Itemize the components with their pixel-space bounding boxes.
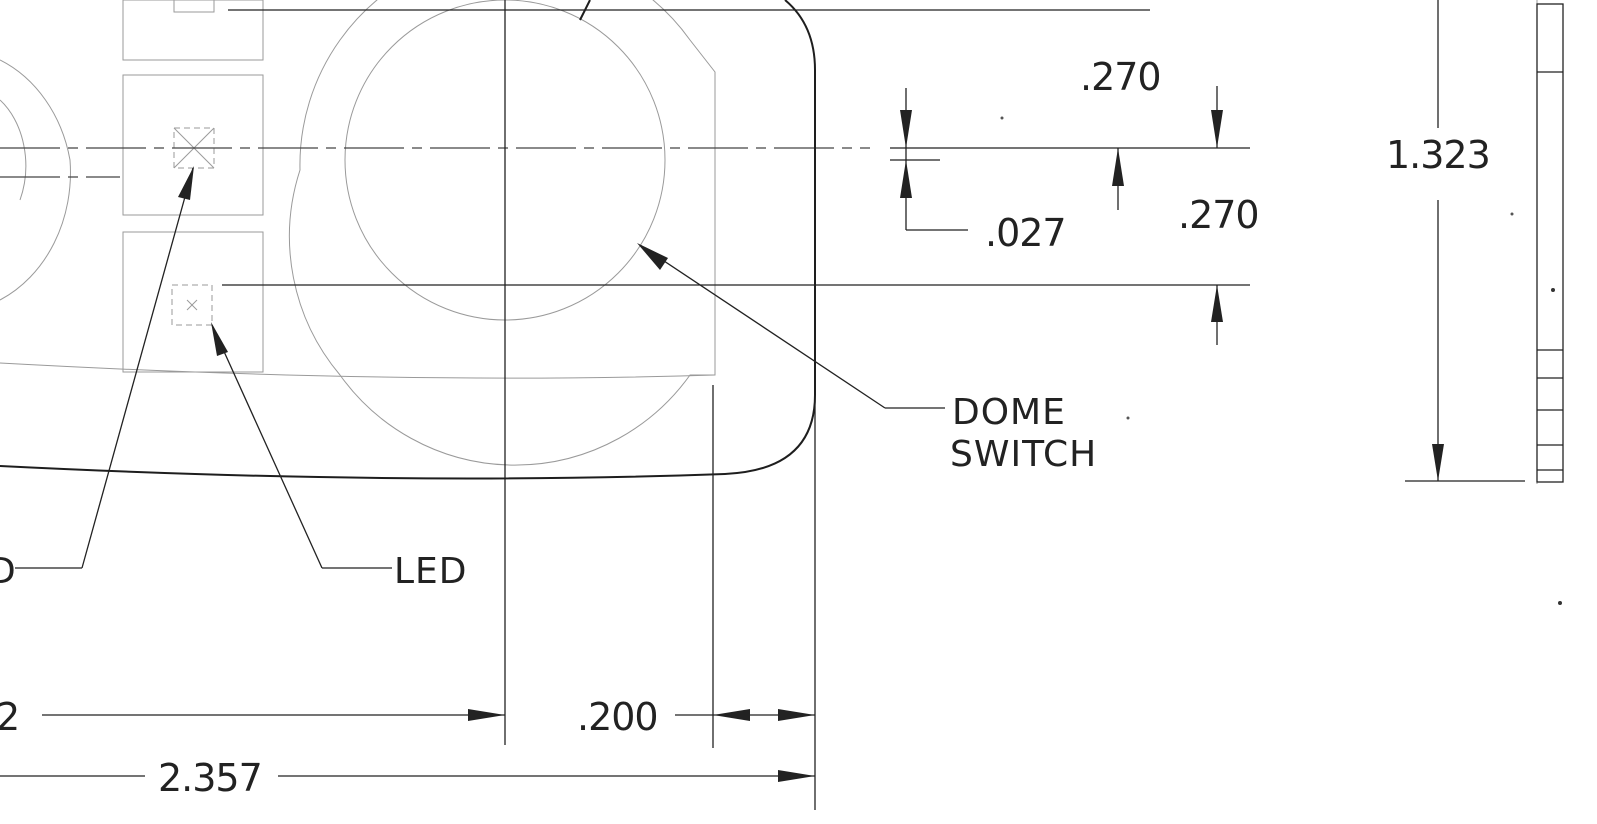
arrow-led-left (178, 166, 194, 200)
dim-270-lower: .270 (1178, 193, 1259, 237)
dim-200: .200 (577, 695, 658, 739)
arrow-200-left (713, 709, 750, 721)
callout-labels: DOME SWITCH LED D (0, 392, 1097, 592)
arrow-partial-right (468, 709, 505, 721)
scan-specks (1000, 116, 1562, 605)
dome-switch-outer-ring (289, 0, 716, 466)
arrow-270-lower-up (1112, 148, 1124, 186)
callout-led-right: LED (394, 551, 468, 592)
extension-lines (222, 9, 1525, 810)
callout-leaders (15, 166, 945, 569)
dim-027: .027 (985, 211, 1066, 255)
callout-dome-line1: DOME (952, 392, 1066, 433)
dimension-labels: .270 .027 .270 1.323 2 .200 2.357 (0, 55, 1491, 800)
dim-2357: 2.357 (158, 756, 262, 800)
dim-1323: 1.323 (1386, 133, 1490, 177)
center-lines (0, 0, 870, 745)
arrow-200-right (778, 709, 815, 721)
construction-geometry (0, 0, 1538, 484)
side-view (1536, 3, 1564, 483)
horizontal-dimensions (0, 709, 815, 782)
dim-partial-left: 2 (0, 695, 19, 739)
arrow-027-up (900, 160, 912, 198)
callout-led-left-fragment: D (0, 551, 17, 592)
arrow-1323-down (1432, 444, 1444, 481)
arrow-270-right-down (1211, 110, 1223, 148)
dim-270-top: .270 (1080, 55, 1161, 99)
arrow-270-lower-bottom-up (1211, 285, 1223, 322)
callout-dome-line2: SWITCH (950, 434, 1097, 475)
part-outline (0, 0, 816, 480)
vertical-dimensions (900, 0, 1444, 481)
arrow-2357-right (778, 770, 815, 782)
arrow-dome-switch (637, 243, 668, 270)
arrow-led-right (211, 322, 228, 356)
arrow-270-top-down (900, 110, 912, 148)
